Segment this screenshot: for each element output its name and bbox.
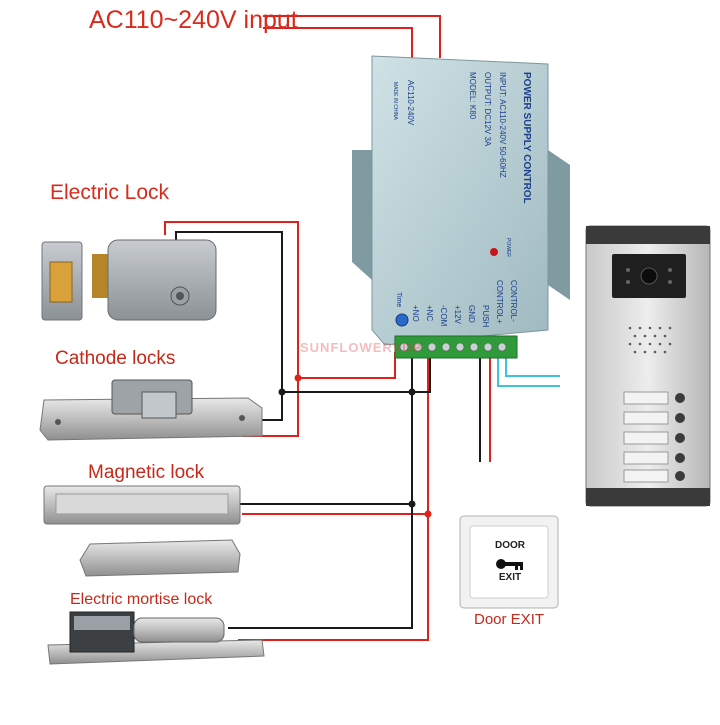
junction-dots [294,374,432,518]
terminal-label-4: GND [467,305,476,323]
power-supply-box [352,55,570,359]
psu-model: MODEL: K80 [468,72,477,120]
exit-button-text-door: DOOR [495,540,525,551]
door-exit-button-image [459,515,559,609]
mortise-lock-label: Electric mortise lock [70,591,213,608]
psu-title: POWER SUPPLY CONTROL [521,72,532,204]
magnetic-lock-image [43,485,241,577]
psu-output: OUTPUT: DC12V 3A [483,72,492,147]
black-wires [175,231,481,629]
electric-lock-label: Electric Lock [50,181,170,204]
terminal-label-2: -COM [439,305,448,327]
terminal-label-1: +NC [425,305,434,321]
magnetic-lock-label: Magnetic lock [88,462,205,483]
cathode-lock-image [39,379,263,441]
terminal-label-0: +NO [411,305,420,322]
power-led-icon [490,248,498,256]
door-exit-label: Door EXIT [474,611,545,628]
intercom-panel [585,225,711,507]
ac-input-wires [263,15,441,58]
terminal-label-3: +12V [453,305,462,325]
exit-button-text-exit: EXIT [498,572,522,583]
terminal-label-5: PUSH [481,305,490,327]
ac-input-label: AC110~240V input [89,6,298,34]
psu-ac-label: AC110-240V [406,80,415,126]
cyan-wires [497,352,560,387]
psu-input: INPUT: AC110-240V 50-60HZ [498,72,507,178]
electric-lock-image [41,239,217,321]
red-wires [164,221,491,641]
terminal-label-6: CONTROL+ [495,280,504,324]
call-buttons [623,391,685,483]
time-knob-icon [395,313,409,327]
mortise-lock-image [47,611,265,665]
terminal-label-7: CONTROL- [509,280,518,322]
key-icon [496,559,523,570]
psu-made-in: MADE IN CHINA [392,82,398,120]
cathode-locks-label: Cathode locks [55,348,176,369]
psu-time-text: Time [395,292,402,307]
watermark: SUNFLOWERVDP [300,340,423,355]
psu-label-group: POWER SUPPLY CONTROL INPUT: AC110-240V 5… [392,72,532,327]
psu-power-text: POWER [505,238,511,257]
